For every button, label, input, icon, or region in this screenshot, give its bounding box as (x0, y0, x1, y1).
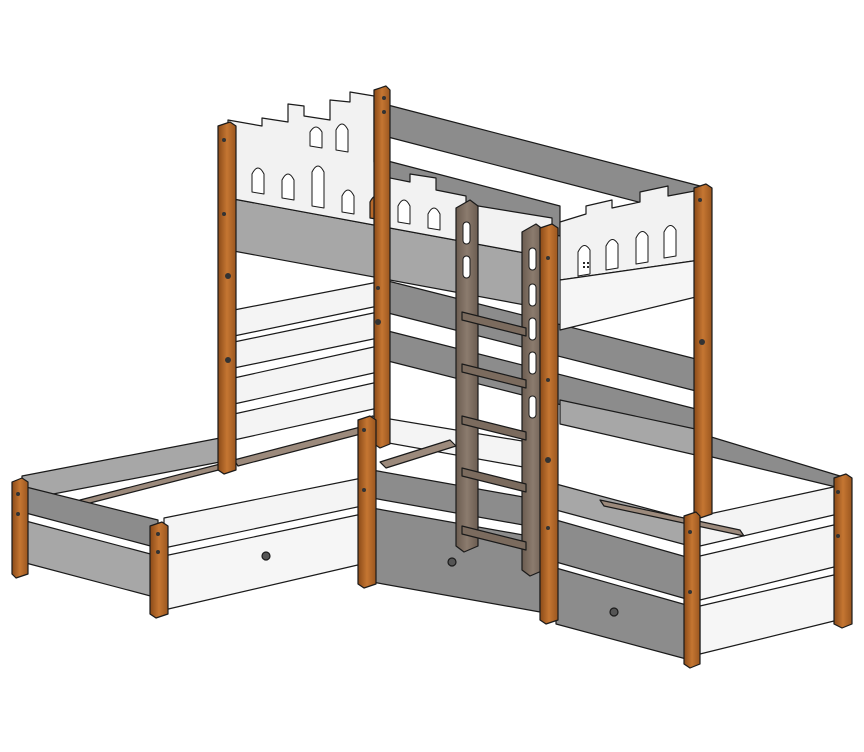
right-lower-bed (555, 483, 839, 661)
bolt-holes (16, 96, 840, 594)
drawer-knob (261, 551, 271, 561)
drawer-knob (609, 607, 619, 617)
castle-end-panel (559, 185, 701, 331)
left-underloft-rails (233, 281, 379, 441)
left-lower-bed (21, 423, 377, 611)
wooden-posts (11, 85, 853, 669)
drawer-knob (447, 557, 457, 567)
ladder (455, 199, 545, 577)
